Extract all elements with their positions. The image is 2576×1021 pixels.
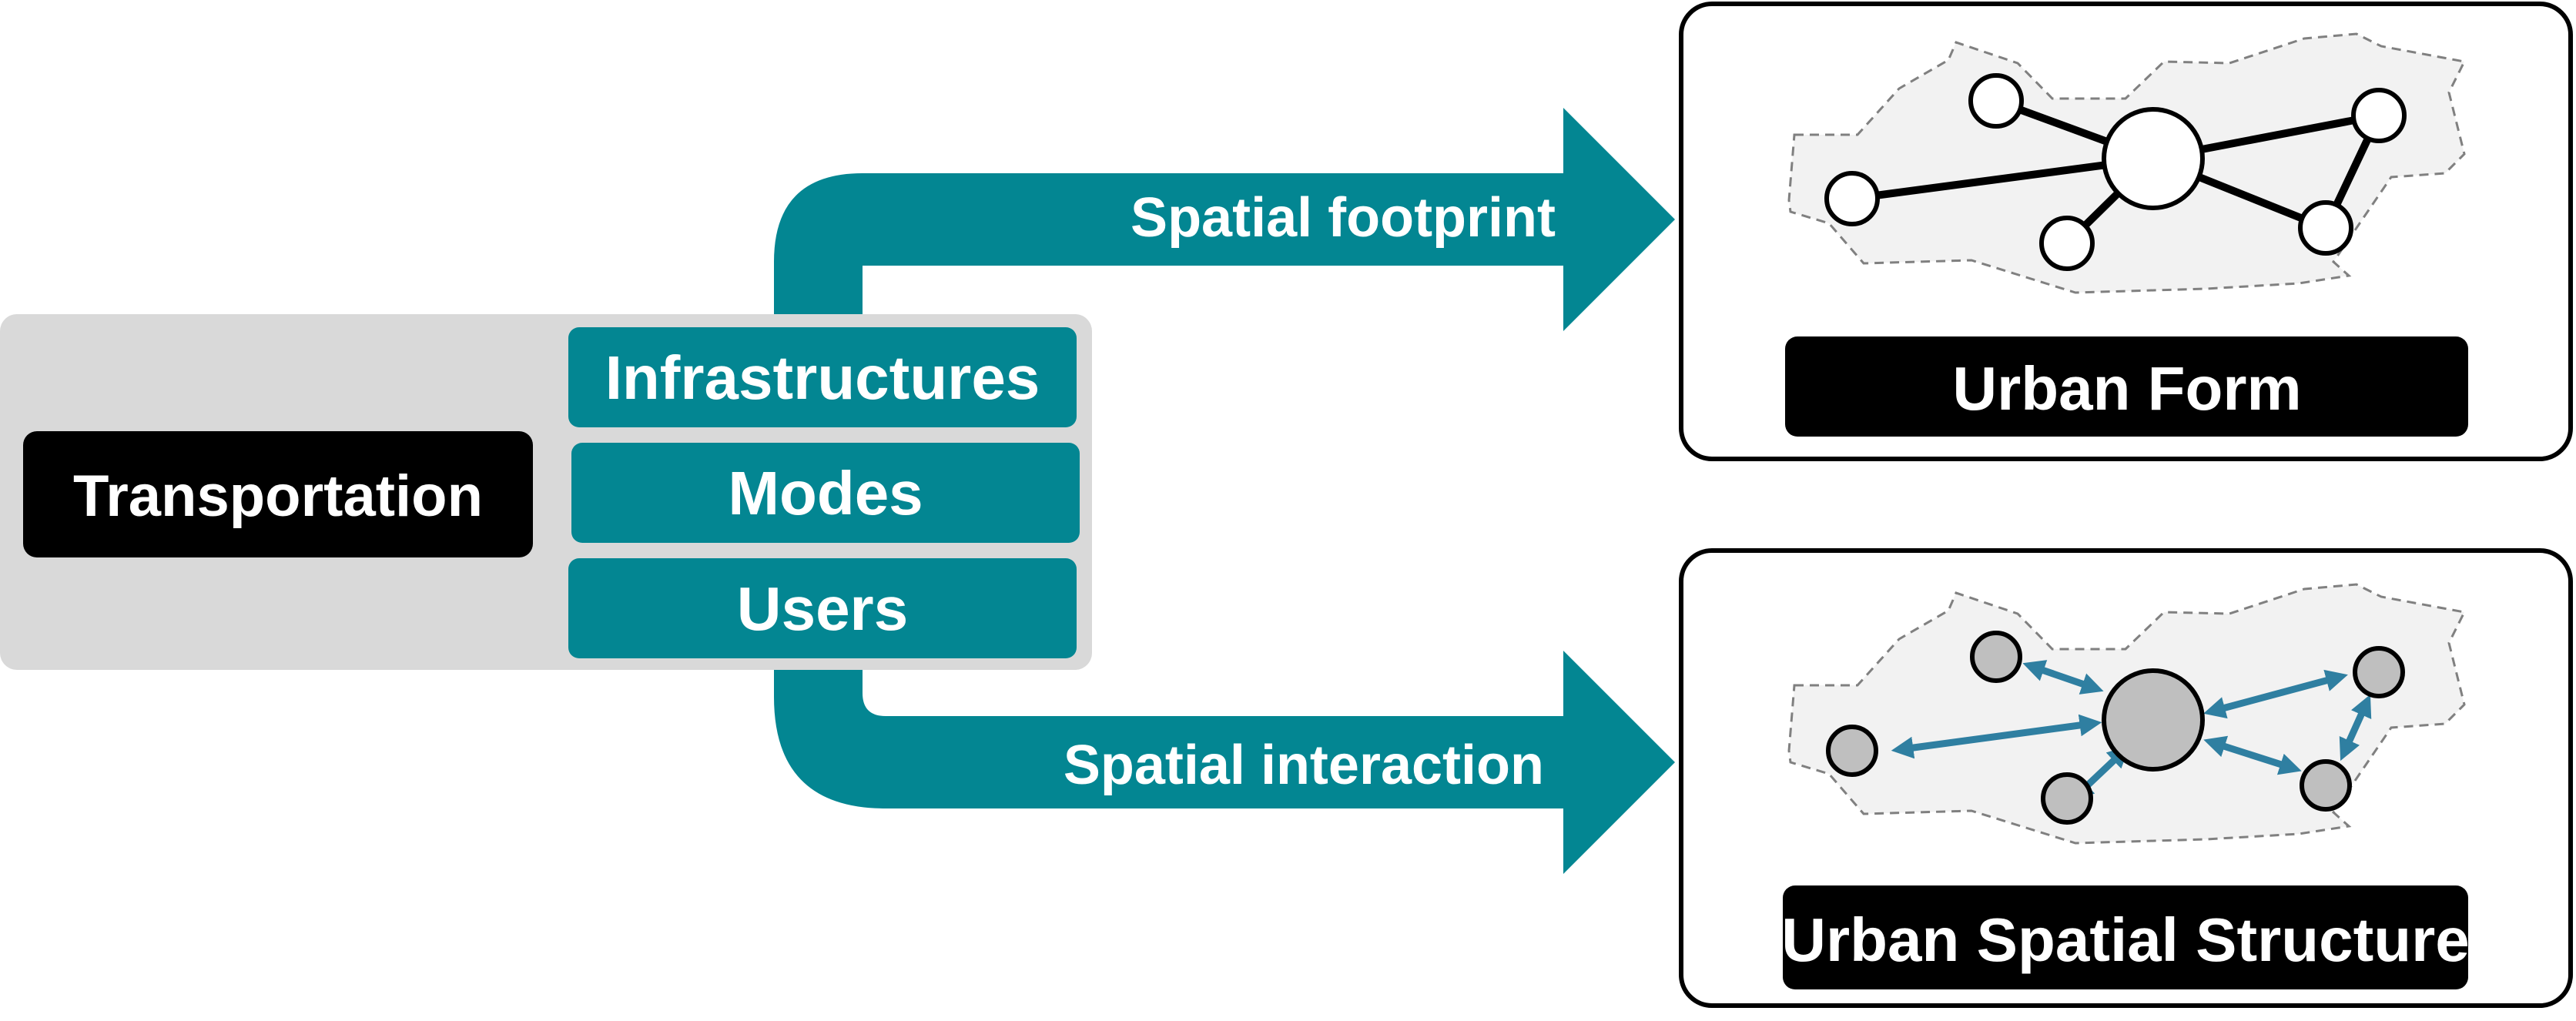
flow-arrow-upper <box>774 108 1675 331</box>
subcenter-node <box>1970 631 2022 683</box>
users-box <box>568 558 1077 658</box>
spatial-footprint-label: Spatial footprint <box>1131 187 1556 249</box>
modes-label: Modes <box>728 459 923 527</box>
interaction-arrow <box>1891 714 2102 759</box>
urban-spatial-structure-nodes <box>1826 631 2405 825</box>
urban-spatial-structure-title: Urban Spatial Structure <box>1781 906 2470 974</box>
transportation-title: Transportation <box>73 464 483 529</box>
subcenter-node <box>2300 759 2352 812</box>
interaction-arrow <box>2339 694 2372 762</box>
infrastructures-box <box>568 327 1077 427</box>
form-node <box>2102 107 2205 210</box>
form-node <box>1968 73 2024 129</box>
users-label: Users <box>737 574 908 643</box>
urban-form-title: Urban Form <box>1952 354 2301 423</box>
interaction-arrow <box>2022 660 2104 695</box>
interaction-arrow <box>2203 735 2302 775</box>
spatial-interaction-label: Spatial interaction <box>1064 735 1544 796</box>
transportation-badge <box>23 431 533 557</box>
transport-group: Transportation Infrastructures Modes Use… <box>0 314 1092 670</box>
subcenter-node <box>2041 772 2093 825</box>
modes-box <box>571 443 1080 543</box>
subcenter-node <box>2353 646 2405 698</box>
infrastructures-label: Infrastructures <box>605 343 1040 412</box>
flow-arrow-lower <box>774 651 1675 874</box>
form-node <box>1824 171 1880 226</box>
subcenter-node <box>1826 725 1878 777</box>
urban-form-badge <box>1785 336 2468 437</box>
form-node <box>2298 200 2353 256</box>
urban-form-panel: Urban Form <box>1679 2 2573 461</box>
form-node <box>2039 216 2095 271</box>
interaction-arrow <box>2203 669 2348 719</box>
urban-form-nodes <box>1824 73 2407 271</box>
form-node <box>2351 88 2407 143</box>
urban-spatial-structure-panel: Urban Spatial Structure <box>1679 548 2573 1008</box>
center-node <box>2102 668 2205 772</box>
urban-spatial-structure-badge <box>1783 885 2468 989</box>
